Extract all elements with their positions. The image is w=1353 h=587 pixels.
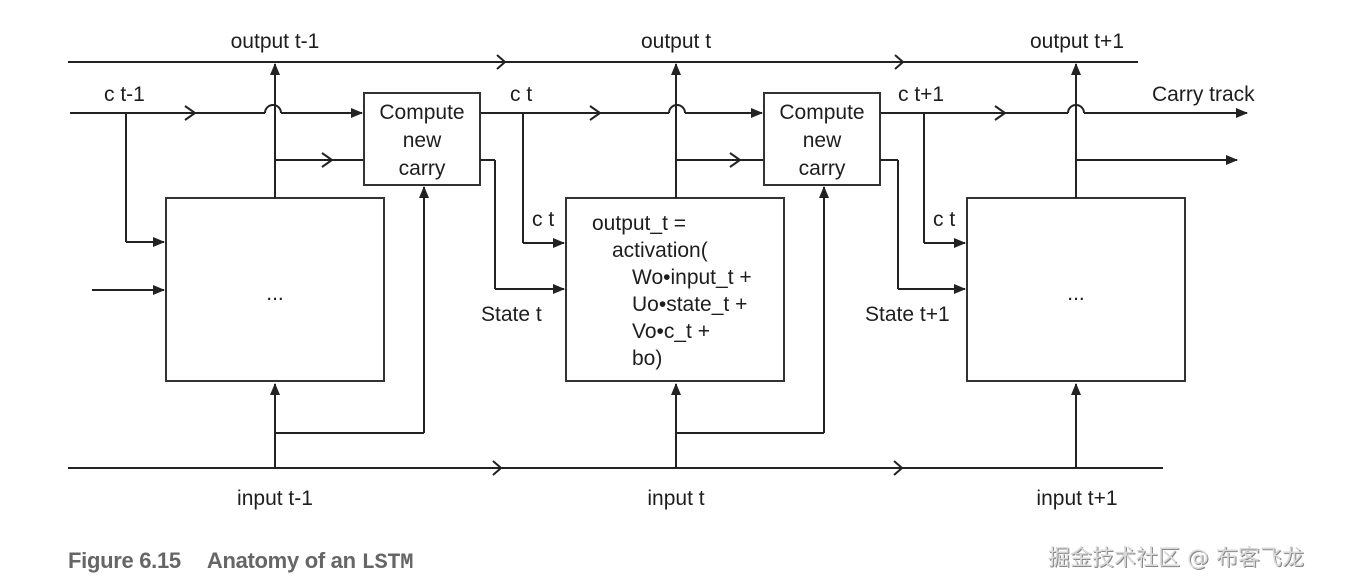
open-arrow-icon xyxy=(729,152,742,168)
carry-label: c t-1 xyxy=(104,83,145,106)
formula-line: Vo•c_t + xyxy=(632,320,710,343)
caption-text: Anatomy of an xyxy=(206,548,356,573)
carry-track-line xyxy=(70,104,1248,121)
open-arrow-icon xyxy=(321,152,334,168)
state-label: State t xyxy=(481,303,542,326)
cell-ellipsis: ... xyxy=(266,282,284,305)
open-arrow-icon xyxy=(589,105,602,121)
state-label: State t+1 xyxy=(865,303,950,326)
input-label: input t+1 xyxy=(1036,487,1117,510)
lstm-cell-t-plus-1 xyxy=(966,197,1186,382)
compute-new-carry-box-1 xyxy=(363,92,481,186)
output-line xyxy=(68,54,1138,70)
formula-line: bo) xyxy=(632,347,662,370)
c-input-label: c t xyxy=(933,208,955,231)
output-label: output t+1 xyxy=(1030,30,1124,53)
figure-number: Figure 6.15 xyxy=(68,548,181,573)
compute-box-line: carry xyxy=(799,157,846,180)
formula-line: Wo•input_t + xyxy=(632,266,752,289)
open-arrow-icon xyxy=(994,105,1007,121)
timestep-t-minus-1 xyxy=(92,63,481,468)
carry-label: c t+1 xyxy=(898,83,944,106)
carry-track-label: Carry track xyxy=(1152,83,1255,106)
timestep-t xyxy=(480,63,881,468)
output-label: output t-1 xyxy=(231,30,320,53)
cell-ellipsis: ... xyxy=(1067,282,1085,305)
timestep-t-plus-1 xyxy=(880,63,1238,468)
compute-box-line: Compute xyxy=(779,101,864,124)
open-arrow-icon xyxy=(184,105,197,121)
watermark: 掘金技术社区 @ 布客飞龙 xyxy=(1048,546,1304,571)
input-line xyxy=(68,460,1163,476)
open-arrow-icon xyxy=(492,460,503,476)
formula-line: Uo•state_t + xyxy=(632,293,747,316)
compute-box-line: carry xyxy=(399,157,446,180)
formula-line: activation( xyxy=(612,239,708,262)
formula-line: output_t = xyxy=(592,212,686,235)
input-label: input t xyxy=(647,487,704,510)
carry-label: c t xyxy=(510,83,532,106)
output-label: output t xyxy=(641,30,711,53)
lstm-cell-t xyxy=(565,197,785,382)
c-input-label: c t xyxy=(532,208,554,231)
open-arrow-icon xyxy=(893,460,904,476)
caption-code: LSTM xyxy=(361,550,414,575)
figure-caption: Figure 6.15 Anatomy of an LSTM xyxy=(68,548,413,575)
compute-box-line: new xyxy=(803,129,842,152)
compute-new-carry-box-2 xyxy=(763,92,881,186)
compute-box-line: new xyxy=(403,129,442,152)
open-arrow-icon xyxy=(496,54,507,70)
compute-box-line: Compute xyxy=(379,101,464,124)
input-label: input t-1 xyxy=(237,487,313,510)
open-arrow-icon xyxy=(894,54,905,70)
